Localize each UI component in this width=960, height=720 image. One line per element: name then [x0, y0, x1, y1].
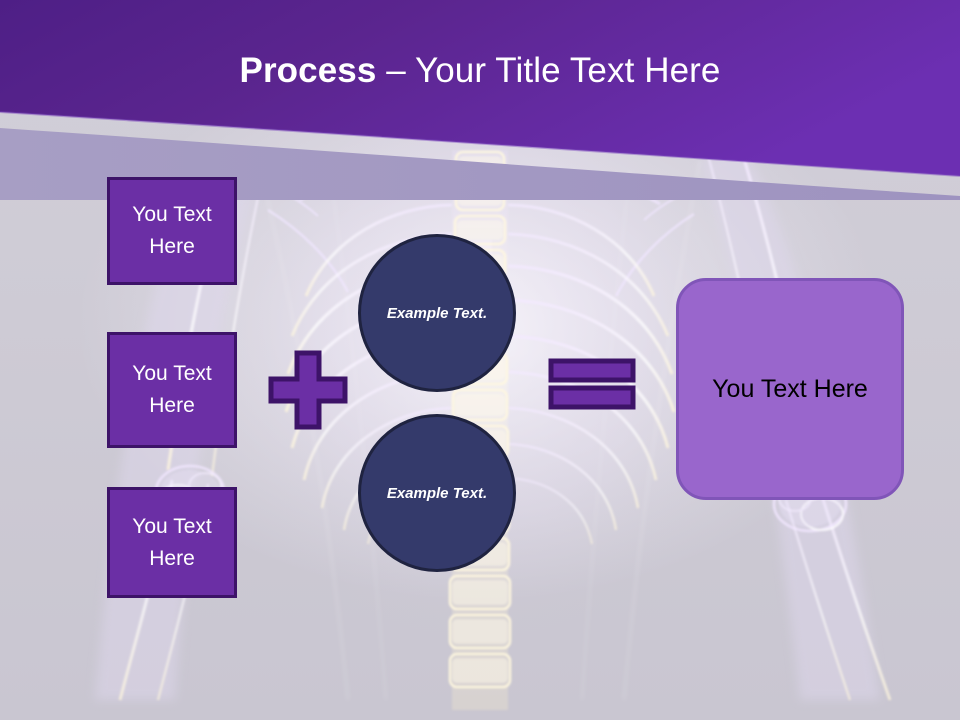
equals-icon [548, 358, 636, 410]
example-circle-1[interactable]: Example Text. [358, 234, 516, 392]
title-rest: Your Title Text Here [415, 51, 721, 90]
input-box-3[interactable]: You Text Here [107, 487, 237, 598]
input-box-1[interactable]: You Text Here [107, 177, 237, 285]
result-box[interactable]: You Text Here [676, 278, 904, 500]
example-circle-2-label: Example Text. [386, 484, 488, 502]
plus-icon [268, 350, 348, 430]
input-box-2-label: You Text Here [132, 362, 212, 417]
page-title: Process – Your Title Text Here [0, 50, 960, 92]
title-separator: – [376, 51, 415, 90]
example-circle-1-label: Example Text. [386, 304, 488, 322]
example-circle-2[interactable]: Example Text. [358, 414, 516, 572]
input-box-2[interactable]: You Text Here [107, 332, 237, 448]
input-box-3-label: You Text Here [132, 514, 212, 570]
result-box-label: You Text Here [712, 374, 868, 403]
slide-header: Process – Your Title Text Here [0, 0, 960, 200]
input-box-1-label: You Text Here [132, 203, 212, 258]
header-shape [0, 0, 960, 200]
title-bold-part: Process [239, 51, 377, 90]
